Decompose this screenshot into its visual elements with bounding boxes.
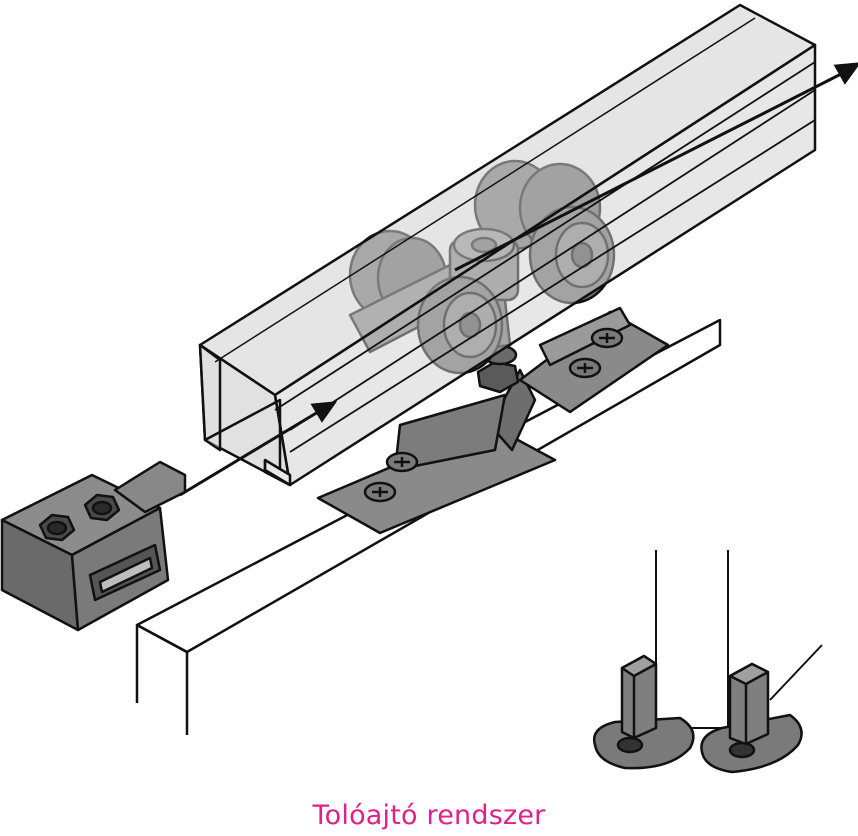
bracket-screw: [385, 451, 419, 473]
caption-title: Tolóajtó rendszer: [312, 800, 546, 831]
floor-guide: [592, 654, 695, 770]
hex-nut: [476, 344, 520, 394]
floor-guide: [700, 662, 803, 774]
bracket-screw: [363, 481, 397, 503]
arrow-head-icon: [310, 401, 338, 423]
end-stop-block: [0, 460, 187, 632]
arrow-head-icon: [833, 62, 858, 85]
bracket-screw: [590, 327, 624, 349]
mounting-bracket: [316, 306, 670, 535]
bracket-screw: [568, 357, 602, 379]
hex-bolt-icon: [38, 513, 76, 542]
floor-guides: [592, 550, 823, 774]
direction-arrows: [179, 62, 858, 497]
hex-bolt-icon: [83, 493, 121, 522]
